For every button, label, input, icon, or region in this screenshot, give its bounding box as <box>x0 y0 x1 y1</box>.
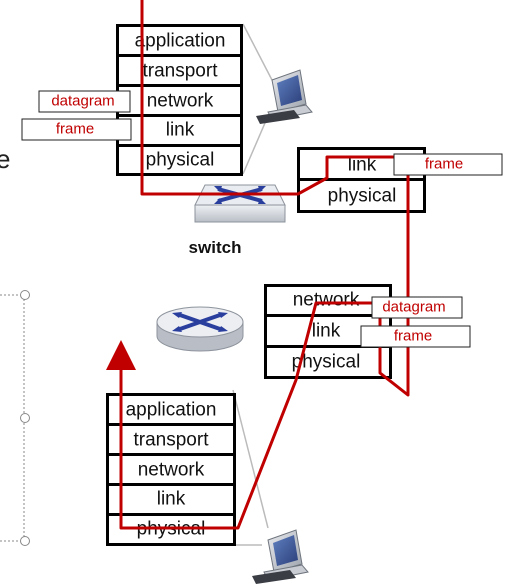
bottom-host-stack: application transport network link physi… <box>106 393 236 546</box>
switch-icon <box>194 184 286 223</box>
layer-box <box>119 27 240 54</box>
left-selection-frame <box>0 290 30 546</box>
layer-label-physical: physical <box>292 352 361 373</box>
top-host-stack: application transport network link physi… <box>116 24 243 176</box>
stack-connector-lines <box>232 23 273 546</box>
layer-label-application: application <box>135 31 226 52</box>
layer-label-physical: physical <box>328 186 397 207</box>
datagram-tag: datagram <box>371 296 463 319</box>
layer-label-network: network <box>147 91 214 112</box>
router-icon <box>156 306 244 352</box>
svg-text:datagram: datagram <box>51 93 114 110</box>
svg-text:frame: frame <box>56 121 94 138</box>
switch-caption: switch <box>189 238 242 257</box>
layer-label-link: link <box>348 155 377 176</box>
frame-tag: frame <box>360 325 471 348</box>
layer-box <box>109 456 233 483</box>
layer-label-physical: physical <box>146 150 215 171</box>
layer-box <box>109 426 233 453</box>
svg-text:frame: frame <box>425 156 463 173</box>
layer-box <box>267 287 389 314</box>
layer-label-link: link <box>166 120 195 141</box>
layer-box <box>109 486 233 513</box>
frame-tag: frame <box>21 118 132 141</box>
svg-text:frame: frame <box>394 328 432 345</box>
datagram-tag: datagram <box>38 90 131 113</box>
desktop-computer-icon <box>256 69 313 124</box>
layer-box <box>119 117 240 144</box>
layer-box <box>109 396 233 423</box>
data-path-line <box>106 0 410 530</box>
svg-text:datagram: datagram <box>382 299 445 316</box>
layer-label-transport: transport <box>143 61 219 82</box>
layer-box <box>267 348 389 376</box>
layer-box <box>119 87 240 114</box>
frame-tag: frame <box>393 153 503 176</box>
layer-label-link: link <box>157 489 186 510</box>
desktop-computer-icon <box>252 529 309 584</box>
layer-box <box>119 57 240 84</box>
layer-label-network: network <box>138 460 205 481</box>
layer-label-network: network <box>293 290 360 311</box>
layer-label-link: link <box>312 321 341 342</box>
layer-box <box>300 181 423 210</box>
left-edge-text: e <box>0 144 10 174</box>
layer-label-application: application <box>126 400 217 421</box>
layer-box <box>119 147 240 173</box>
layer-label-transport: transport <box>134 430 210 451</box>
